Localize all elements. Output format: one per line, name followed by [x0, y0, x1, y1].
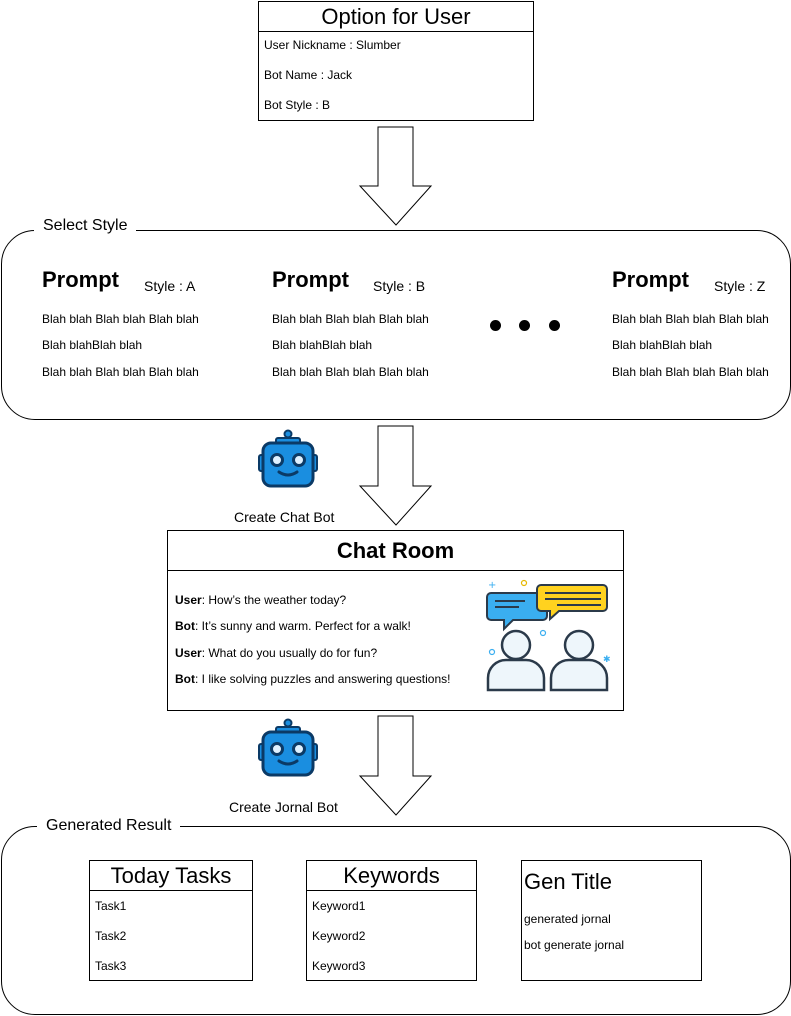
prompt-z-line: Blah blahBlah blah — [612, 338, 713, 352]
keywords-box: Keywords Keyword1 Keyword2 Keyword3 — [306, 860, 477, 981]
ellipsis-dot — [519, 320, 530, 331]
options-title: Option for User — [259, 2, 533, 32]
keyword-item: Keyword1 — [312, 899, 366, 913]
option-bot-name: Bot Name : Jack — [264, 68, 353, 82]
chat-text: : I like solving puzzles and answering q… — [195, 672, 451, 686]
chat-message: User: How’s the weather today? — [175, 593, 346, 607]
robot-icon — [258, 429, 318, 488]
chat-text: : It’s sunny and warm. Perfect for a wal… — [195, 619, 411, 633]
chat-text: : How’s the weather today? — [201, 593, 347, 607]
chat-speaker: User — [175, 593, 202, 607]
chat-message: User: What do you usually do for fun? — [175, 646, 377, 660]
keyword-item: Keyword2 — [312, 929, 366, 943]
create-chat-bot-caption: Create Chat Bot — [234, 509, 335, 525]
task-item: Task2 — [95, 929, 127, 943]
options-box: Option for User User Nickname : Slumber … — [258, 1, 534, 121]
svg-text:✱: ✱ — [603, 655, 611, 665]
chat-message: Bot: It’s sunny and warm. Perfect for a … — [175, 619, 411, 633]
prompt-b-line: Blah blah Blah blah Blah blah — [272, 365, 429, 379]
generated-result-label: Generated Result — [37, 817, 181, 835]
keywords-title: Keywords — [307, 861, 476, 891]
keyword-item: Keyword3 — [312, 959, 366, 973]
robot-icon — [258, 718, 318, 777]
prompt-z-title: Prompt — [612, 267, 689, 292]
gen-title-item: bot generate jornal — [524, 938, 625, 952]
prompt-z-line: Blah blah Blah blah Blah blah — [612, 365, 769, 379]
prompt-a-line: Blah blah Blah blah Blah blah — [42, 312, 199, 326]
chat-room-title: Chat Room — [168, 531, 623, 571]
gen-title-item: generated jornal — [524, 912, 611, 926]
chat-speaker: Bot — [175, 672, 195, 686]
chat-speaker: User — [175, 646, 202, 660]
svg-text:+: + — [488, 580, 496, 591]
task-item: Task1 — [95, 899, 127, 913]
prompt-b-title: Prompt — [272, 267, 349, 292]
select-style-label: Select Style — [34, 217, 137, 235]
ellipsis-dot — [490, 320, 501, 331]
chat-text: : What do you usually do for fun? — [201, 646, 378, 660]
select-style-panel — [1, 230, 791, 420]
chat-people-icon: + ✱ — [486, 579, 611, 692]
prompt-a-title: Prompt — [42, 267, 119, 292]
today-tasks-title: Today Tasks — [90, 861, 252, 891]
create-journal-bot-caption: Create Jornal Bot — [229, 799, 338, 815]
prompt-a-style: Style : A — [144, 278, 196, 294]
chat-room-box: Chat Room User: How’s the weather today?… — [167, 530, 624, 711]
prompt-b-line: Blah blahBlah blah — [272, 338, 373, 352]
today-tasks-box: Today Tasks Task1 Task2 Task3 — [89, 860, 253, 981]
chat-message: Bot: I like solving puzzles and answerin… — [175, 672, 450, 686]
option-nickname: User Nickname : Slumber — [264, 38, 401, 52]
prompt-b-line: Blah blah Blah blah Blah blah — [272, 312, 429, 326]
prompt-b-style: Style : B — [373, 278, 426, 294]
prompt-a-line: Blah blahBlah blah — [42, 338, 143, 352]
chat-speaker: Bot — [175, 619, 195, 633]
prompt-a-line: Blah blah Blah blah Blah blah — [42, 365, 199, 379]
gen-title-box: Gen Title generated jornal bot generate … — [521, 860, 702, 981]
gen-title-heading: Gen Title — [524, 869, 613, 894]
ellipsis-dot — [549, 320, 560, 331]
prompt-z-style: Style : Z — [714, 278, 766, 294]
task-item: Task3 — [95, 959, 127, 973]
option-bot-style: Bot Style : B — [264, 98, 331, 112]
prompt-z-line: Blah blah Blah blah Blah blah — [612, 312, 769, 326]
